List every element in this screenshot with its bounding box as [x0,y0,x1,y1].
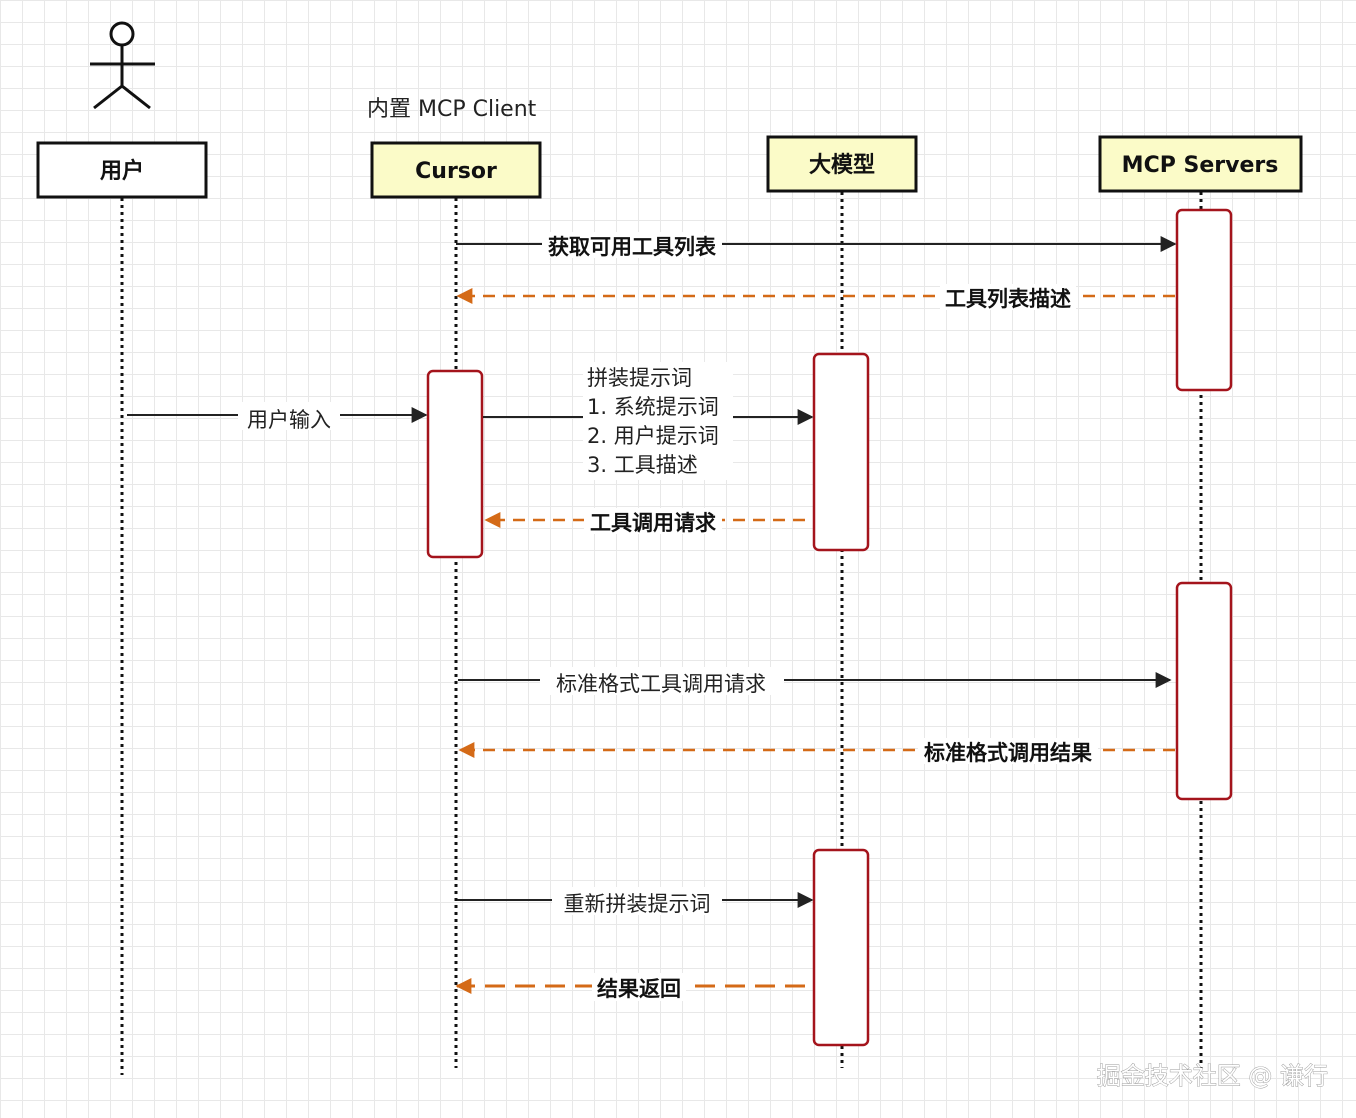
servers-activation-1 [1175,208,1233,392]
lifelines [120,192,1203,1075]
message-get-tools: 获取可用工具列表 [456,232,1177,259]
message-tool-call-request-label: 工具调用请求 [590,511,716,535]
assemble-title: 拼装提示词 [587,366,692,390]
participant-cursor-label: Cursor [415,159,497,184]
message-result-return: 结果返回 [455,973,805,1001]
message-tools-desc: 工具列表描述 [456,284,1175,311]
message-reassemble-label: 重新拼装提示词 [564,892,711,916]
assemble-item-3: 3. 工具描述 [587,453,698,477]
participant-user-label: 用户 [100,158,144,184]
message-tools-desc-label: 工具列表描述 [945,287,1071,311]
assemble-item-1: 1. 系统提示词 [587,395,719,419]
message-assemble-prompt: 拼装提示词 1. 系统提示词 2. 用户提示词 3. 工具描述 [483,362,814,480]
builtin-client-note: 内置 MCP Client [367,97,537,122]
message-result-return-label: 结果返回 [597,977,681,1001]
watermark-text: 掘金技术社区 @ 谦行 [1097,1062,1328,1090]
participant-servers: MCP Servers [1098,135,1303,193]
message-std-call-result-label: 标准格式调用结果 [924,741,1092,765]
message-std-call-result: 标准格式调用结果 [458,738,1175,765]
participant-llm-label: 大模型 [809,153,875,178]
participant-servers-label: MCP Servers [1122,153,1279,178]
llm-activation-1 [812,352,870,552]
servers-activation-2 [1175,581,1233,801]
llm-activation-2 [812,848,870,1047]
message-std-tool-call-request: 标准格式工具调用请求 [458,667,1172,696]
assemble-item-2: 2. 用户提示词 [587,424,719,448]
message-get-tools-label: 获取可用工具列表 [548,235,717,259]
participant-user: 用户 [36,141,208,199]
message-user-input-label: 用户输入 [247,408,331,432]
activations [426,208,1233,1047]
participant-llm: 大模型 [766,135,918,193]
message-tool-call-request: 工具调用请求 [484,508,805,535]
message-std-tool-call-request-label: 标准格式工具调用请求 [556,672,766,696]
cursor-activation [426,369,484,559]
message-user-input: 用户输入 [127,402,428,432]
user-actor-icon [90,21,155,110]
message-reassemble: 重新拼装提示词 [457,887,814,916]
participant-cursor: Cursor [370,141,542,199]
